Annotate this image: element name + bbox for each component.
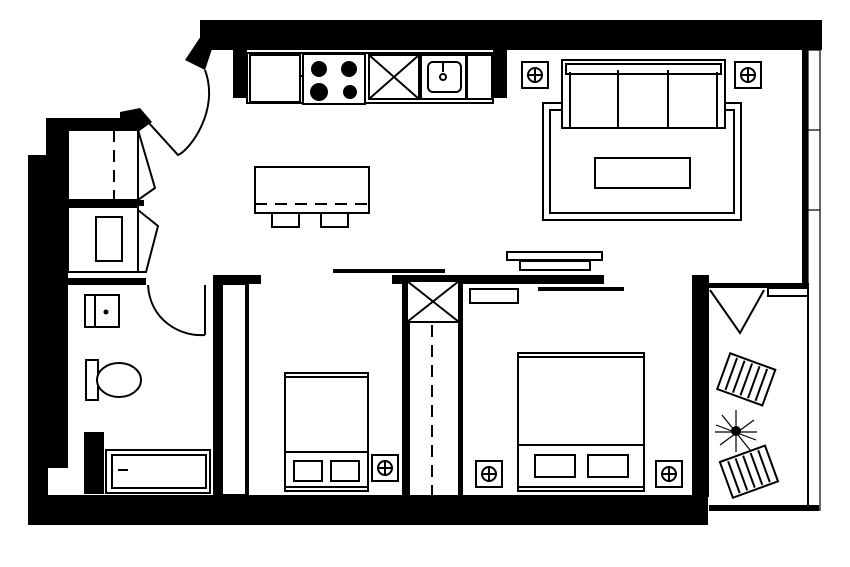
living-room (506, 59, 762, 271)
sofa-icon (561, 59, 726, 129)
bathroom (84, 284, 211, 494)
plant-icon (715, 410, 757, 452)
laundry-closet (67, 129, 160, 273)
stove-icon (302, 53, 366, 105)
kitchen-end-wall (233, 50, 247, 98)
entry-door (147, 69, 211, 157)
lamp-icon (371, 454, 399, 482)
bed-icon (517, 352, 645, 492)
bed-icon (284, 372, 369, 492)
lamp-icon (475, 460, 503, 488)
kitchen-counter (246, 52, 494, 105)
balcony (709, 287, 809, 507)
interior-walls (46, 200, 819, 511)
washer-icon (67, 129, 139, 201)
kitchen-end-wall-right (493, 50, 507, 98)
stool (320, 212, 349, 228)
lamp-icon (734, 61, 762, 89)
vanity (84, 294, 120, 328)
toilet-icon (85, 359, 142, 401)
dresser (469, 288, 519, 304)
chair-icon (718, 444, 780, 500)
kitchen-island (254, 166, 370, 228)
closet-top-wall (46, 118, 141, 130)
stool (271, 212, 300, 228)
top-right-corner (805, 20, 822, 50)
left-wall-inner (46, 118, 68, 468)
left-wall-lower (28, 155, 48, 525)
bottom-wall (28, 495, 708, 525)
closet (406, 280, 460, 495)
lamp-icon (521, 61, 549, 89)
bedroom-small (284, 372, 399, 492)
cabinet-right (466, 54, 493, 100)
entry-jamb (120, 108, 152, 132)
bedroom-main (469, 288, 683, 492)
coffee-table (594, 157, 691, 189)
chair-icon (715, 352, 777, 407)
dishwasher (368, 54, 420, 100)
tv-console (506, 251, 603, 271)
sink-icon (420, 54, 467, 100)
lamp-icon (655, 460, 683, 488)
right-window-wall (802, 50, 808, 290)
bathtub-icon (105, 449, 211, 494)
cabinet-left (249, 54, 301, 103)
entry-jamb-top (185, 30, 215, 70)
top-wall (200, 20, 822, 50)
right-window-frame (807, 49, 821, 511)
